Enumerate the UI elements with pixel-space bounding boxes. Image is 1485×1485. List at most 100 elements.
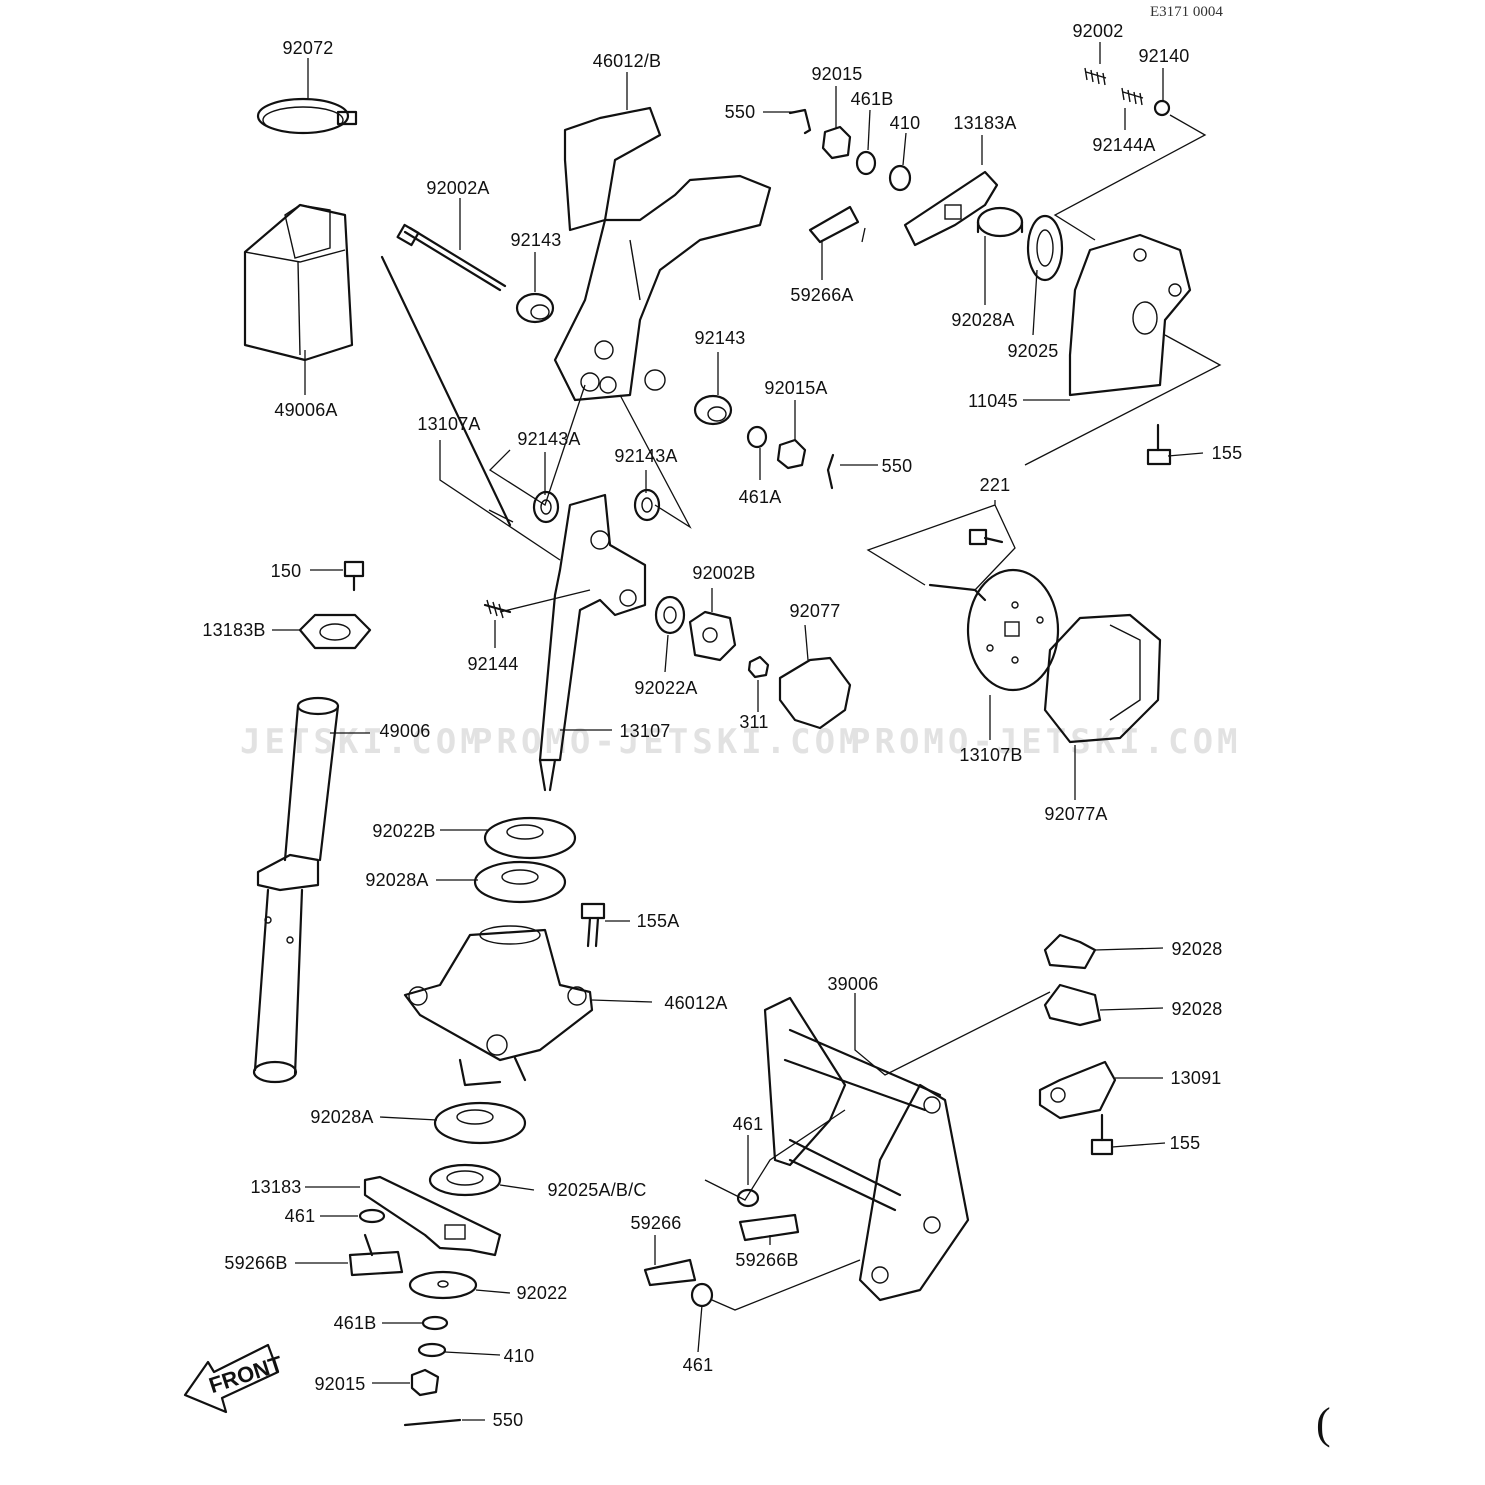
part-label: 92028A	[365, 870, 429, 890]
part-label: 92025	[1007, 341, 1059, 361]
washer-92025-top	[1026, 214, 1064, 282]
washer-461B	[421, 1315, 449, 1331]
part-label: 92028	[1171, 939, 1223, 959]
part-label: 92077	[789, 601, 841, 621]
washer-92143A-a	[532, 490, 560, 524]
part-label: 92143A	[614, 446, 678, 466]
part-label: 461	[284, 1206, 316, 1226]
part-label: 59266	[630, 1213, 682, 1233]
part-label: 13091	[1170, 1068, 1222, 1088]
spring-92144	[483, 599, 512, 619]
leader-lines	[272, 42, 1222, 1421]
lever-13183A	[903, 170, 999, 247]
washer-92025ABC	[428, 1163, 502, 1197]
part-label: 59266A	[790, 285, 854, 305]
housing-11045	[1068, 233, 1192, 397]
watermark-1: JETSKI.COM	[240, 722, 485, 762]
part-label: 461B	[850, 89, 894, 109]
pin-550-c	[826, 453, 835, 490]
tube-49006	[252, 696, 340, 1084]
spring-92144A	[1121, 87, 1144, 106]
part-label: 13107B	[959, 745, 1023, 765]
part-label: 59266B	[735, 1250, 799, 1270]
part-label: 13107A	[417, 414, 481, 434]
rod-13107A	[380, 255, 514, 527]
bolt-150	[343, 560, 365, 592]
clip-92028-b	[1043, 983, 1102, 1027]
washer-461-b	[736, 1188, 760, 1208]
shaft-13107	[538, 493, 647, 792]
part-label: 410	[889, 113, 921, 133]
corner-mark: (	[1316, 1399, 1331, 1448]
part-label: 92144	[467, 654, 519, 674]
pin-550-a	[403, 1418, 462, 1427]
bushing-92143-b	[693, 394, 733, 426]
lever-13183	[363, 1175, 502, 1257]
plate-13183B	[298, 613, 372, 650]
part-label: 92028	[1171, 999, 1223, 1019]
washer-92028A-b	[433, 1101, 527, 1145]
plate-13107B	[928, 568, 1060, 692]
part-label: 92002	[1072, 21, 1124, 41]
part-label: 550	[492, 1410, 524, 1430]
clamp-13091	[1038, 1060, 1117, 1120]
bolt-155-top	[1146, 423, 1172, 466]
washer-92022B	[483, 816, 577, 860]
washer-461-a	[358, 1208, 386, 1224]
part-label: 46012/B	[592, 51, 662, 71]
pin-550-b	[788, 108, 812, 135]
spring-92002	[1084, 67, 1107, 86]
part-label: 92015A	[764, 378, 828, 398]
part-label: 92022	[516, 1283, 568, 1303]
watermark-2: PROMO-JETSKI.COM	[472, 722, 864, 762]
part-label: 92143	[510, 230, 562, 250]
part-label: 92072	[282, 38, 334, 58]
washer-461B-top	[855, 150, 877, 176]
part-label: 410	[503, 1346, 535, 1366]
bushing-92028A-top	[976, 206, 1024, 238]
screw-221	[968, 528, 1004, 546]
bolt-155-b	[1090, 1113, 1114, 1156]
ball-92140	[1153, 99, 1171, 117]
part-label: 461B	[333, 1313, 377, 1333]
part-label: 92022A	[634, 678, 698, 698]
part-label: 92028A	[310, 1107, 374, 1127]
nut-92002B	[688, 610, 737, 662]
cover-49006A	[243, 203, 354, 362]
part-label: 461	[682, 1355, 714, 1375]
part-label: 46012A	[664, 993, 728, 1013]
part-label: 550	[724, 102, 756, 122]
part-label: 92015	[314, 1374, 366, 1394]
clip-92028-a	[1043, 933, 1097, 970]
washer-410	[417, 1342, 447, 1358]
part-label: 13107	[619, 721, 671, 741]
part-label: 59266B	[224, 1253, 288, 1273]
fitting-59266B-b	[738, 1213, 800, 1242]
fitting-59266B-a	[348, 1233, 404, 1277]
knob-92077	[778, 656, 852, 730]
washer-461-c	[690, 1282, 714, 1308]
handle-92077A	[1043, 613, 1162, 744]
nut-311	[747, 655, 770, 679]
part-label: 92022B	[372, 821, 436, 841]
part-label: 92002B	[692, 563, 756, 583]
front-arrow	[183, 1343, 280, 1414]
part-label: 13183	[250, 1177, 302, 1197]
fitting-59266	[643, 1258, 697, 1287]
nut-92015	[410, 1368, 440, 1397]
part-label: 150	[270, 561, 302, 581]
part-label: 92002A	[426, 178, 490, 198]
washer-92022A	[654, 595, 686, 635]
part-label: 92015	[811, 64, 863, 84]
part-label: 92025A/B/C	[547, 1180, 647, 1200]
washer-92028A-a	[473, 860, 567, 904]
part-label: 13183B	[202, 620, 266, 640]
part-label: 550	[881, 456, 913, 476]
washer-410-top	[888, 164, 912, 192]
bushing-92143-a	[515, 292, 555, 324]
part-label: 92144A	[1092, 135, 1156, 155]
part-label: 13183A	[953, 113, 1017, 133]
part-label: 155A	[636, 911, 680, 931]
